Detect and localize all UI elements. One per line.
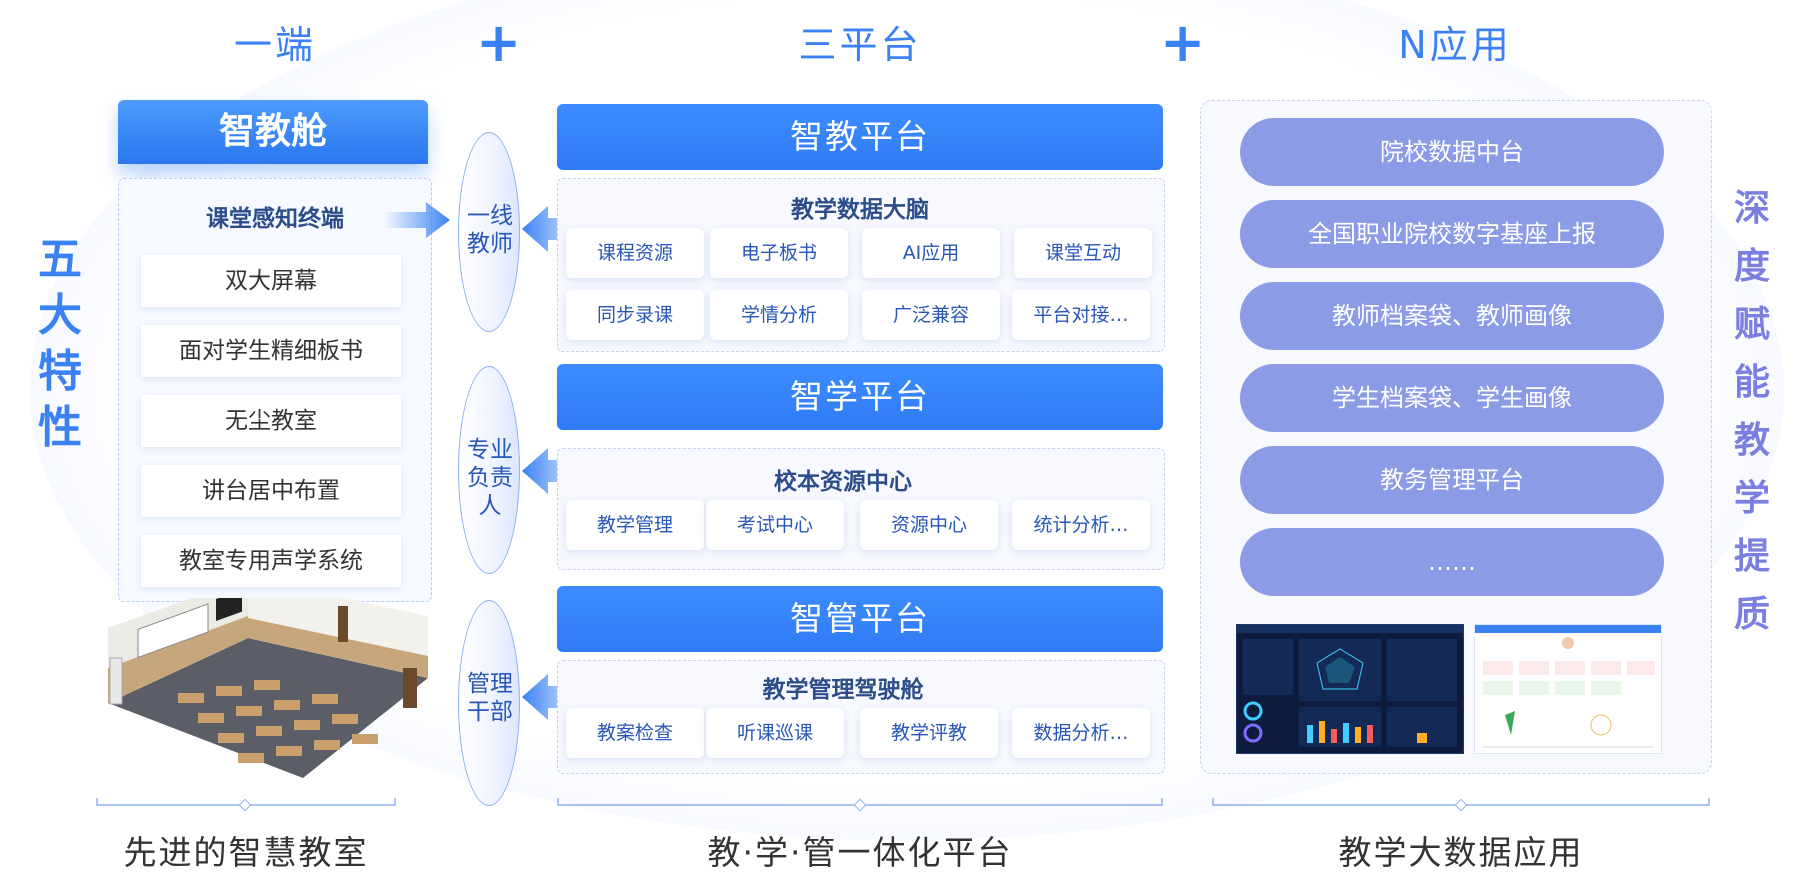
role-lens-admin [458,600,520,806]
dashboard-thumbnail-light [1474,624,1662,754]
terminal-tab: 智教舱 [118,100,428,164]
dark-dashboard-graphic [1237,625,1463,747]
side-left-char: 大 [38,290,82,341]
bracket-left [96,798,396,812]
feature-chip: 学情分析 [710,290,848,340]
platform-title-learning: 校本资源中心 [774,469,912,495]
platform-title-management: 教学管理驾驶舱 [762,677,924,703]
plus-icon: + [1160,11,1206,74]
feature-chip: 课堂互动 [1014,228,1152,278]
side-right-char: 度 [1733,246,1770,287]
bracket-center [557,798,1163,812]
classroom-illustration [108,598,428,778]
bottom-label-platform: 教·学·管一体化平台 [707,833,1013,872]
role-line: 管理 [467,671,513,697]
role-lens-lead [458,366,520,574]
role-line: 一线 [467,203,513,229]
role-line: 教师 [467,231,513,257]
app-pill: 全国职业院校数字基座上报 [1240,200,1664,268]
side-right-char: 提 [1733,536,1770,577]
feature-chip: 平台对接… [1012,290,1150,340]
feature-item: 双大屏幕 [141,255,401,307]
feature-item: 讲台居中布置 [141,465,401,517]
feature-item: 无尘教室 [141,395,401,447]
role-label-admin: 管理 干部 [462,670,518,726]
bottom-label-classroom: 先进的智慧教室 [123,833,369,872]
feature-chip: 电子板书 [710,228,848,278]
feature-chip: 考试中心 [706,500,844,550]
platform-header-management: 智管平台 [557,586,1163,652]
side-left-char: 性 [38,402,82,453]
feature-chip: 教案检查 [566,708,704,758]
dashboard-thumbnail-dark [1236,624,1464,754]
role-label-lead: 专业 负责 人 [462,436,518,520]
app-pill: 院校数据中台 [1240,118,1664,186]
role-line: 干部 [467,699,513,725]
heading-apps: N应用 [1398,23,1512,67]
side-right-char: 赋 [1733,304,1770,345]
empower-title: 深 度 赋 能 教 学 提 质 [1727,180,1777,644]
arrow-right-icon [384,202,450,238]
feature-chip: 统计分析… [1012,500,1150,550]
terminal-panel: 课堂感知终端 双大屏幕 面对学生精细板书 无尘教室 讲台居中布置 教室专用声学系… [118,178,432,602]
plus-icon: + [476,11,522,74]
heading-platforms: 三平台 [798,23,922,67]
bottom-label-bigdata: 教学大数据应用 [1338,833,1584,872]
app-pill: 学生档案袋、学生画像 [1240,364,1664,432]
side-right-char: 教 [1733,420,1770,461]
feature-chip: 广泛兼容 [862,290,1000,340]
role-line: 人 [478,493,502,519]
side-right-char: 质 [1733,594,1770,635]
app-pill: …… [1240,528,1664,596]
role-line: 负责 [467,465,513,491]
feature-chip: 同步录课 [566,290,704,340]
feature-chip: 听课巡课 [706,708,844,758]
feature-chip: 资源中心 [860,500,998,550]
side-right-char: 学 [1733,478,1770,519]
platform-title-teaching: 教学数据大脑 [791,197,929,223]
feature-chip: 教学管理 [566,500,704,550]
side-left-char: 五 [38,234,82,285]
app-pill: 教师档案袋、教师画像 [1240,282,1664,350]
light-dashboard-graphic [1475,625,1661,748]
bracket-right [1212,798,1710,812]
feature-chip: 教学评教 [860,708,998,758]
side-right-char: 能 [1733,362,1770,403]
feature-chip: 数据分析… [1012,708,1150,758]
role-lens-teacher [458,132,520,332]
five-features-title: 五 大 特 性 [30,232,90,456]
terminal-subtitle: 课堂感知终端 [206,206,344,232]
feature-chip: AI应用 [862,228,1000,278]
platform-header-teaching: 智教平台 [557,104,1163,170]
side-left-char: 特 [38,346,82,397]
side-right-char: 深 [1733,188,1770,229]
platform-header-learning: 智学平台 [557,364,1163,430]
feature-item: 面对学生精细板书 [141,325,401,377]
heading-terminal: 一端 [233,23,316,67]
role-label-teacher: 一线 教师 [462,202,518,258]
app-pill: 教务管理平台 [1240,446,1664,514]
role-line: 专业 [467,437,513,463]
feature-chip: 课程资源 [566,228,704,278]
feature-item: 教室专用声学系统 [141,535,401,587]
